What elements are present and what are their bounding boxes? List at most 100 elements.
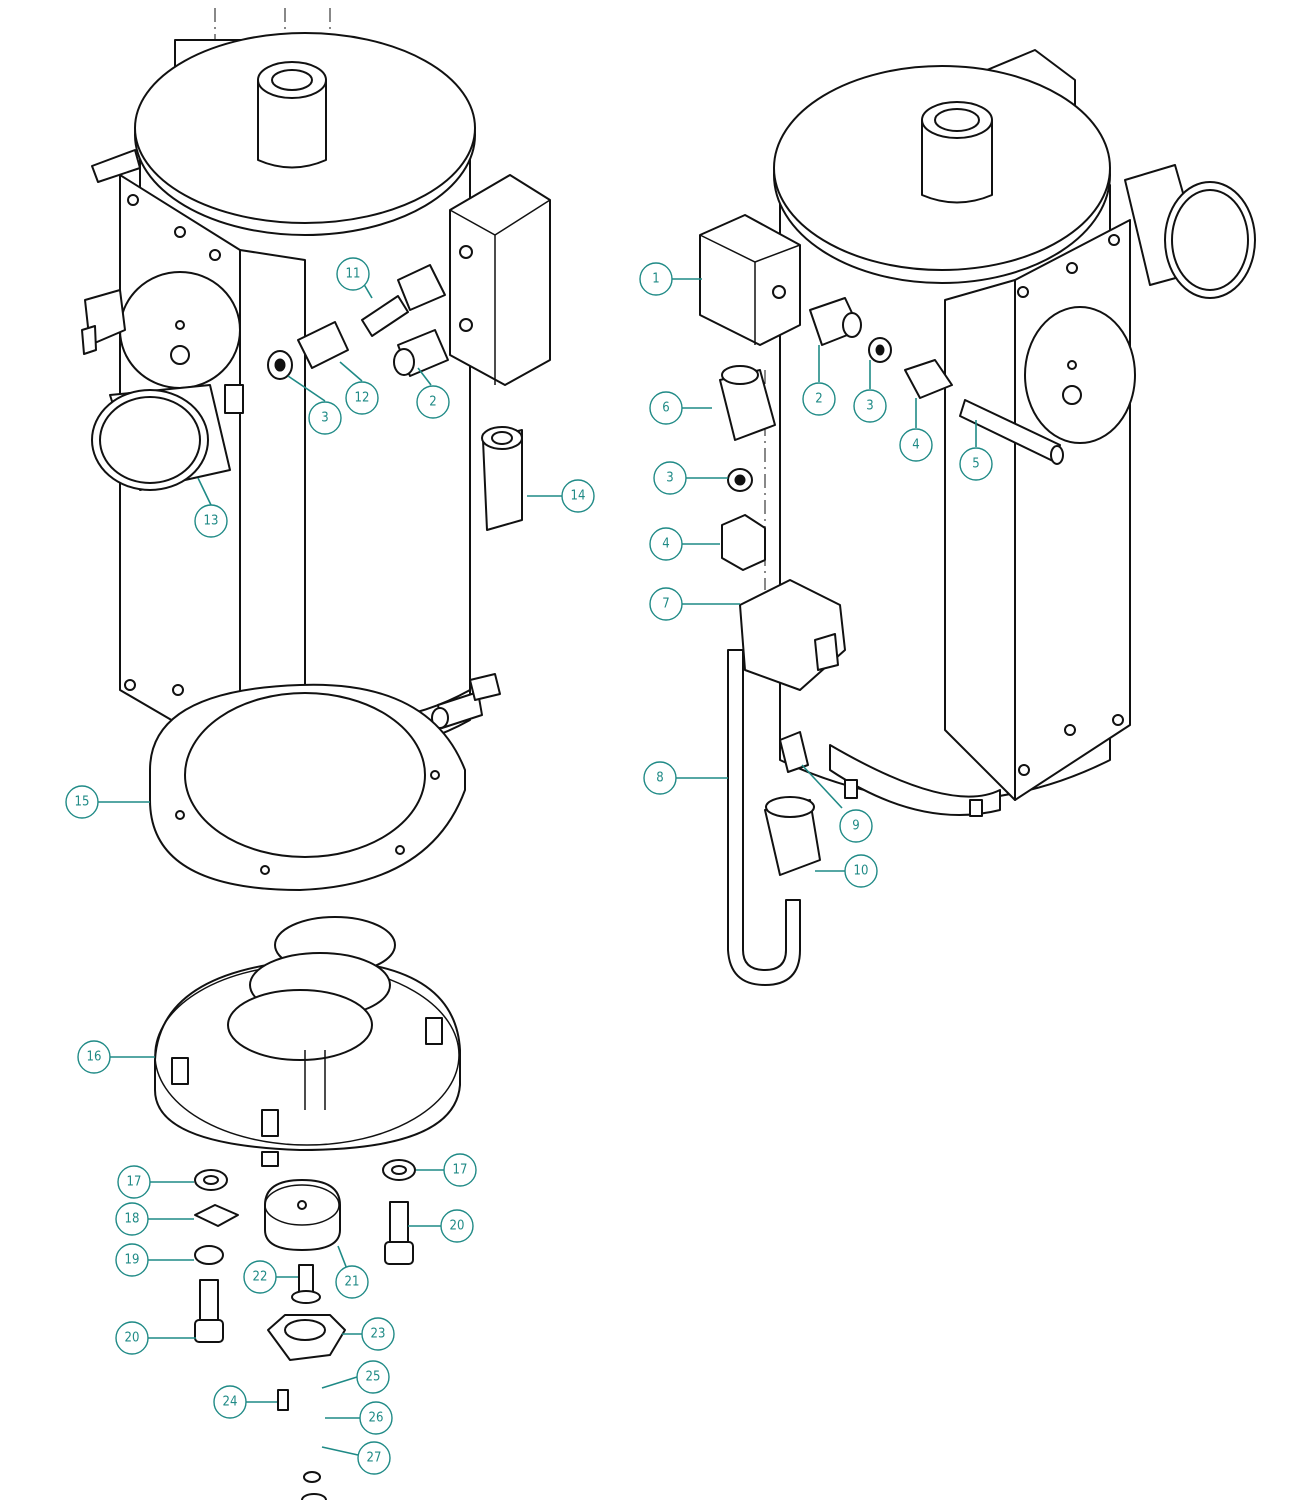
right-disk-hole	[1062, 385, 1082, 405]
gasket-hole-2	[260, 865, 270, 875]
part-5-pin-end	[1050, 445, 1064, 465]
callout-8: 8	[643, 761, 677, 795]
part-17-washer-left-hole	[203, 1175, 219, 1185]
gasket-hole-3	[395, 845, 405, 855]
panel-hole-1	[127, 194, 139, 206]
panel-hole-4	[124, 679, 136, 691]
left-switch-terminal	[81, 325, 97, 355]
part-12-nut	[297, 321, 349, 369]
callout-12: 12	[345, 381, 379, 415]
callout-3-left: 3	[308, 401, 342, 435]
callout-22: 22	[243, 1260, 277, 1294]
right-rear-panel	[944, 279, 1016, 801]
callout-number: 15	[75, 795, 90, 810]
callout-number: 2	[429, 395, 436, 410]
callout-number: 4	[662, 537, 669, 552]
part-15-gasket	[149, 683, 466, 891]
leader-25	[321, 1376, 358, 1389]
callout-20-left: 20	[115, 1321, 149, 1355]
left-gauge-stem	[224, 384, 244, 414]
leader-13	[197, 477, 212, 506]
element-stud-3	[261, 1109, 279, 1137]
part-16-heating-element	[154, 916, 461, 1167]
part-4-nut-right	[904, 359, 953, 399]
callout-24: 24	[213, 1385, 247, 1419]
callout-7: 7	[649, 587, 683, 621]
element-stud-4	[261, 1151, 279, 1167]
right-panel-hole-4	[1018, 764, 1030, 776]
callout-17-left: 17	[117, 1165, 151, 1199]
callout-number: 18	[125, 1212, 140, 1227]
callout-16: 16	[77, 1040, 111, 1074]
part-24-screw	[277, 1389, 289, 1411]
left-block-hole-1	[459, 245, 473, 259]
part-11-fitting	[397, 264, 446, 311]
part-3-ring-right-hole	[875, 344, 885, 356]
right-boiler-assembly	[699, 49, 1256, 986]
callout-number: 3	[866, 399, 873, 414]
callouts-layer: 1 2 2 3 3 3 4 4 5 6 7 8 9 10 11 12 13 14…	[65, 257, 993, 1475]
callout-17-right: 17	[443, 1153, 477, 1187]
callout-15: 15	[65, 785, 99, 819]
part-20-bolt-right-head	[384, 1241, 414, 1265]
part-18-clip	[194, 1204, 239, 1227]
part-20-bolt-left	[199, 1279, 219, 1323]
callout-14: 14	[561, 479, 595, 513]
part-9-nipple	[779, 731, 809, 773]
callout-3-right: 3	[853, 389, 887, 423]
callout-5: 5	[959, 447, 993, 481]
callout-19: 19	[115, 1243, 149, 1277]
callout-number: 3	[321, 411, 328, 426]
right-bottom-stud-1	[844, 779, 858, 799]
callout-9: 9	[839, 809, 873, 843]
right-disk-hole-small	[1067, 360, 1077, 370]
leader-12	[339, 361, 363, 382]
part-6-fitting-top	[721, 365, 759, 385]
part-1-block-hole	[772, 285, 786, 299]
callout-number: 8	[656, 771, 663, 786]
leader-2-left	[417, 367, 432, 386]
callout-number: 3	[666, 471, 673, 486]
callout-number: 22	[253, 1270, 268, 1285]
part-4-nut-middle	[721, 514, 766, 571]
part-14-top-hole	[491, 431, 513, 445]
callout-number: 11	[346, 267, 361, 282]
element-stud-2	[425, 1017, 443, 1045]
callout-number: 12	[355, 391, 370, 406]
left-side-block	[449, 174, 551, 386]
gasket-hole-1	[175, 810, 185, 820]
part-1-block-edge	[699, 234, 801, 345]
callout-number: 10	[854, 864, 869, 879]
callout-number: 24	[223, 1395, 238, 1410]
callout-6: 6	[649, 391, 683, 425]
right-gauge-rim	[1171, 189, 1249, 291]
callout-10: 10	[844, 854, 878, 888]
part-2-fitting-right-end	[842, 312, 862, 338]
part-7-switch-terminal	[814, 633, 839, 671]
right-panel-hole-5	[1064, 724, 1076, 736]
callout-18: 18	[115, 1202, 149, 1236]
callout-2-right: 2	[802, 382, 836, 416]
callout-4-right: 4	[899, 428, 933, 462]
callout-number: 20	[125, 1331, 140, 1346]
callout-20-right: 20	[440, 1209, 474, 1243]
right-panel-disk	[1024, 306, 1136, 444]
part-23-thermostat-dome	[284, 1319, 326, 1341]
callout-number: 17	[127, 1175, 142, 1190]
part-17-washer-right-hole	[391, 1165, 407, 1175]
part-25-washer	[303, 1471, 321, 1483]
coil-3	[227, 989, 373, 1061]
left-side-block-edge	[449, 199, 551, 385]
callout-2-left: 2	[416, 385, 450, 419]
callout-13: 13	[194, 504, 228, 538]
panel-hole-5	[172, 684, 184, 696]
part-8-tube	[727, 649, 801, 986]
left-front-panel-side	[239, 249, 306, 761]
part-2-fitting-left-end	[393, 348, 415, 376]
gasket-hole-4	[430, 770, 440, 780]
callout-25: 25	[356, 1360, 390, 1394]
right-panel-hole-6	[1112, 714, 1124, 726]
part-26-washer	[301, 1493, 327, 1500]
callout-number: 17	[453, 1163, 468, 1178]
callout-number: 14	[571, 489, 586, 504]
